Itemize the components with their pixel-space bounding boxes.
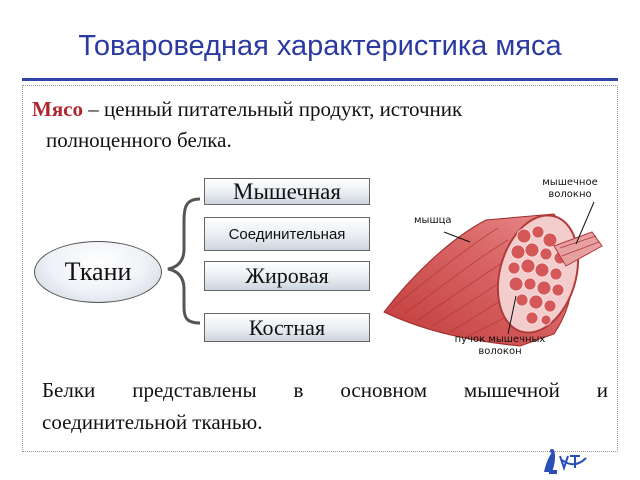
tissue-bone: Костная: [204, 313, 370, 342]
university-logo-icon: [544, 449, 587, 474]
curly-brace: [167, 197, 201, 325]
intro-line2: полноценного белка.: [46, 128, 232, 152]
muscle-cross-section-illustration: [383, 201, 603, 347]
meat-term: Мясо: [32, 97, 84, 121]
bundle-label: пучок мышечных волокон: [448, 334, 552, 358]
intro-line1: – ценный питательный продукт, источник: [83, 97, 463, 121]
bundle-label-line2: волокон: [478, 346, 522, 357]
tissue-connective: Соединительная: [204, 217, 370, 251]
intro-text: Мясо – ценный питательный продукт, источ…: [32, 94, 622, 156]
content-frame: [22, 85, 618, 452]
title-divider: [22, 78, 618, 81]
summary-line1: Белки представлены в основном мышечной и: [42, 378, 608, 402]
tissue-fat: Жировая: [204, 261, 370, 291]
tissue-muscle: Мышечная: [204, 178, 370, 205]
bundle-label-line1: пучок мышечных: [454, 334, 546, 345]
tissues-ellipse: Ткани: [34, 241, 162, 303]
fiber-label-line2: волокно: [548, 189, 592, 200]
muscle-label: мышца: [414, 215, 452, 226]
summary-line2: соединительной тканью.: [42, 410, 263, 434]
fiber-label-line1: мышечное: [542, 177, 598, 188]
fiber-label: мышечное волокно: [530, 177, 610, 201]
summary-text: Белки представлены в основном мышечной и…: [42, 374, 608, 438]
slide-title: Товароведная характеристика мяса: [78, 30, 562, 62]
